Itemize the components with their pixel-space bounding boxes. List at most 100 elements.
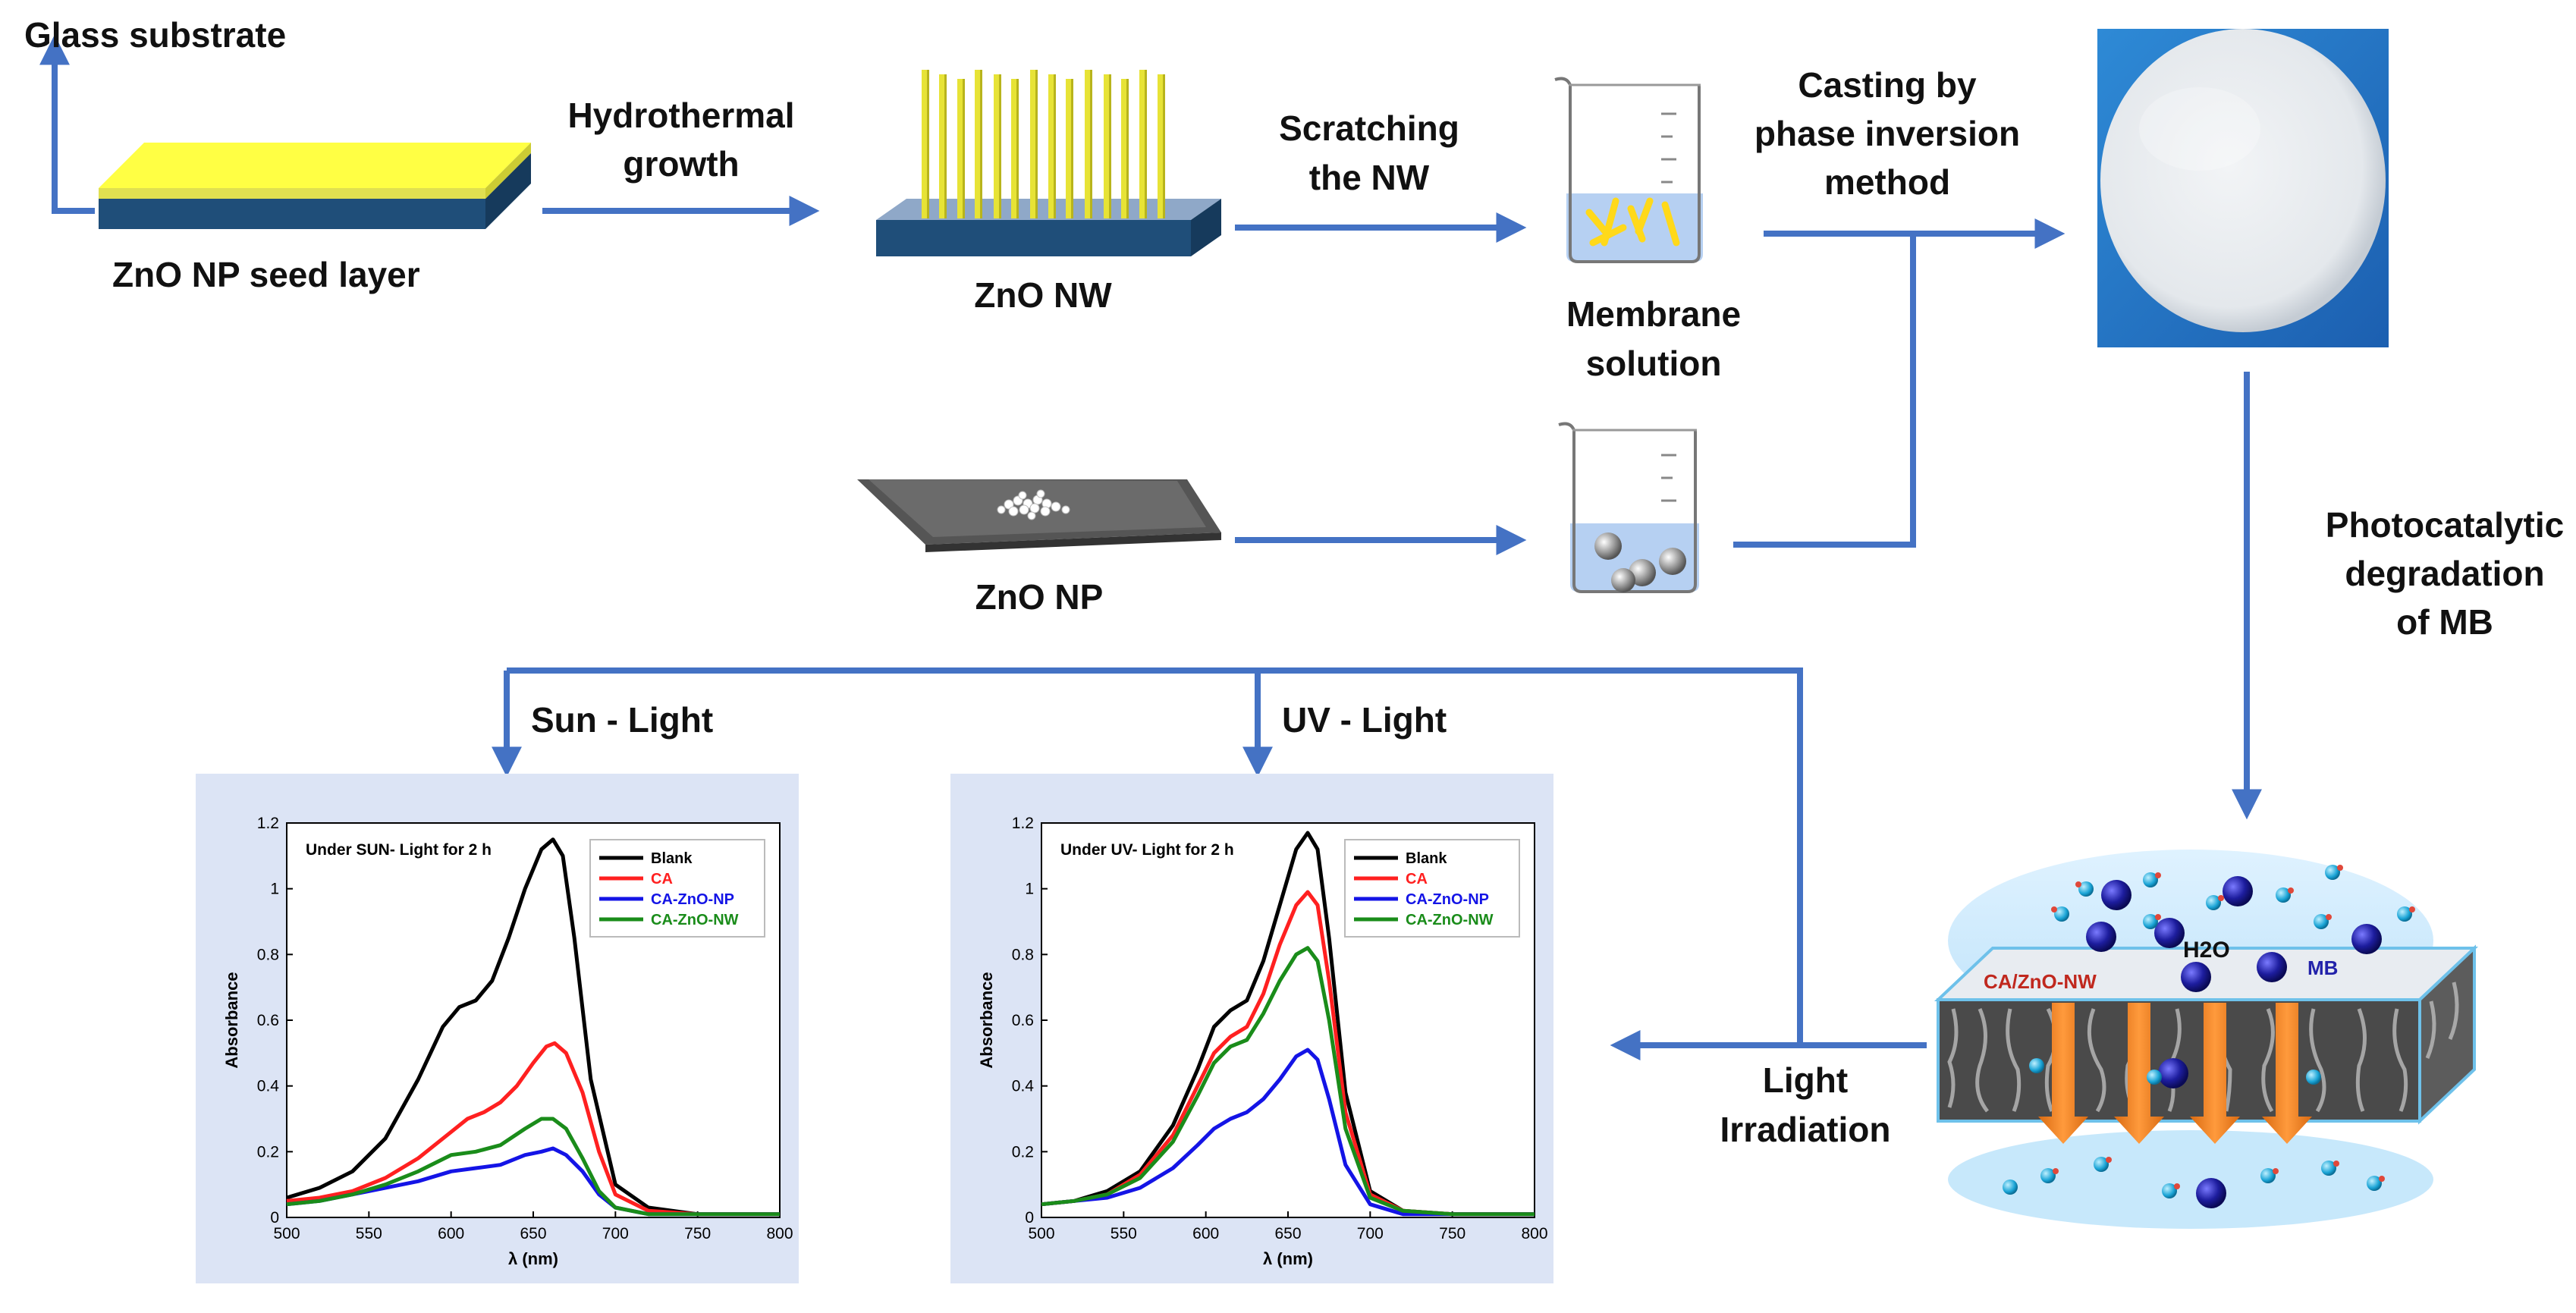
zno-np-label: ZnO NP (975, 577, 1104, 617)
legend-label: CA-ZnO-NP (651, 891, 734, 908)
legend-label: CA (1406, 871, 1428, 887)
photocatalytic-label-line3: of MB (2396, 602, 2493, 642)
nanowire-shade (1035, 70, 1038, 218)
membrane-h2o-label: H2O (2183, 938, 2230, 963)
seed-layer-label: ZnO NP seed layer (112, 255, 420, 294)
series-line-ca-zno-np (1041, 1048, 1535, 1217)
legend-label: CA (651, 871, 673, 887)
nanowire (922, 70, 929, 218)
x-tick-label: 600 (438, 1225, 464, 1242)
x-tick-label: 650 (520, 1225, 546, 1242)
membrane-mb-label: MB (2307, 956, 2338, 979)
nanowire-shade (999, 74, 1001, 218)
nanowire-shade (1163, 74, 1165, 218)
y-tick-label: 0.4 (257, 1078, 280, 1095)
zno-nw-substrate (876, 70, 1221, 256)
scratching-label-line2: the NW (1309, 158, 1430, 197)
membrane-ca-label: CA/ZnO-NW (1984, 970, 2097, 993)
nanowire-shade (1145, 70, 1147, 218)
x-tick-label: 500 (273, 1225, 300, 1242)
membrane-solution-label-line1: Membrane (1566, 294, 1741, 334)
casting-label-line2: phase inversion (1755, 114, 2020, 153)
y-tick-label: 0.4 (1012, 1078, 1035, 1095)
y-tick-label: 0.8 (257, 946, 279, 963)
nanowire-shade (944, 74, 947, 218)
beaker-nw (1554, 77, 1703, 263)
legend-label: CA-ZnO-NW (1406, 912, 1494, 928)
y-tick-label: 1 (1025, 881, 1034, 898)
y-axis-label: Absorbance (977, 972, 996, 1068)
nanowire (939, 74, 947, 218)
nanowire (1085, 70, 1092, 218)
y-tick-label: 1 (270, 881, 279, 898)
y-tick-label: 0.6 (257, 1012, 279, 1029)
nanowire-shade (963, 79, 965, 218)
x-tick-label: 750 (1439, 1225, 1465, 1242)
uv-light-label: UV - Light (1282, 700, 1447, 740)
series-line-ca-zno-nw (286, 1117, 780, 1217)
y-tick-label: 0.6 (1012, 1012, 1034, 1029)
x-tick-label: 750 (684, 1225, 711, 1242)
x-tick-label: 500 (1028, 1225, 1054, 1242)
x-tick-label: 600 (1192, 1225, 1219, 1242)
x-tick-label: 550 (1111, 1225, 1137, 1242)
nanowire-shade (927, 70, 929, 218)
nanowire-shade (1126, 79, 1129, 218)
x-tick-label: 800 (766, 1225, 793, 1242)
nanowire-shade (1016, 79, 1019, 218)
y-tick-label: 0.8 (1012, 946, 1034, 963)
y-tick-label: 0 (270, 1209, 279, 1227)
membrane-photo (2097, 29, 2389, 347)
seed-layer-slab (99, 143, 531, 229)
sun-light-label: Sun - Light (531, 700, 713, 740)
nanowire-shade (980, 70, 982, 218)
glass-substrate-label: Glass substrate (24, 15, 286, 55)
zno-np-tray (857, 479, 1221, 552)
chart-title: Under UV- Light for 2 h (1060, 841, 1234, 859)
y-tick-label: 0 (1025, 1209, 1034, 1227)
series-line-ca-zno-nw (1041, 946, 1535, 1217)
nanowire (994, 74, 1001, 218)
nanowire (1121, 79, 1129, 218)
nanowire (1139, 70, 1147, 218)
hydrothermal-label-line2: growth (623, 144, 739, 184)
photocatalytic-label-line2: degradation (2345, 554, 2544, 593)
nanowire-shade (1054, 74, 1056, 218)
nanowire-shade (1071, 79, 1073, 218)
x-axis-label: λ (nm) (508, 1249, 558, 1268)
x-tick-label: 800 (1521, 1225, 1547, 1242)
x-tick-label: 700 (1357, 1225, 1384, 1242)
y-axis-label: Absorbance (222, 972, 241, 1068)
merge-connector (1733, 234, 1916, 548)
photocatalytic-label-line1: Photocatalytic (2326, 505, 2564, 545)
series-line-blank (286, 837, 780, 1217)
legend-label: CA-ZnO-NW (651, 912, 739, 928)
legend-label: Blank (1406, 850, 1447, 867)
x-tick-label: 700 (602, 1225, 629, 1242)
x-axis-label: λ (nm) (1263, 1249, 1313, 1268)
nanowire-array (922, 70, 1165, 218)
glass-substrate-arrow (39, 34, 95, 214)
nanowire (975, 70, 982, 218)
nanowire-shade (1109, 74, 1111, 218)
casting-label-line3: method (1824, 162, 1950, 202)
nanowire (957, 79, 965, 218)
chart-title: Under SUN- Light for 2 h (306, 841, 492, 859)
zno-nw-label: ZnO NW (974, 275, 1112, 315)
y-tick-label: 1.2 (1012, 815, 1034, 832)
y-tick-label: 1.2 (257, 815, 279, 832)
nanowire (1048, 74, 1056, 218)
legend-label: Blank (651, 850, 693, 867)
x-tick-label: 550 (356, 1225, 382, 1242)
nanowire (1104, 74, 1111, 218)
sun-light-chart: 500 550 600 650 700 750 800 0 0.2 0.4 0.6 0.8 1 1.2 λ … (196, 774, 799, 1283)
nanowire (1011, 79, 1019, 218)
nanowire (1030, 70, 1038, 218)
series-line-ca (286, 1041, 780, 1217)
y-tick-label: 0.2 (1012, 1143, 1034, 1161)
y-tick-label: 0.2 (257, 1143, 279, 1161)
casting-label-line1: Casting by (1798, 65, 1977, 105)
nanowire (1158, 74, 1165, 218)
